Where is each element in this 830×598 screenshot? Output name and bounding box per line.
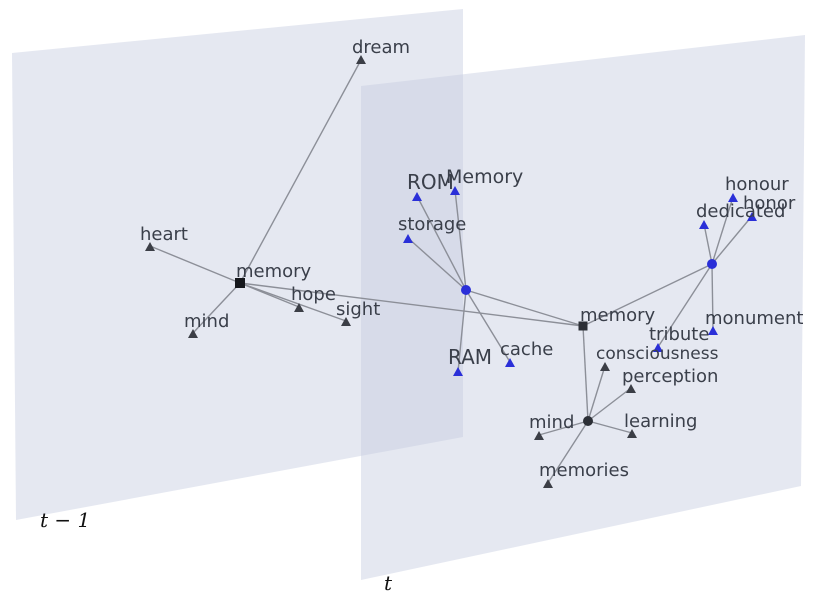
- edge-memory-honour-hub: [582, 263, 713, 327]
- node-honor: [747, 212, 757, 221]
- edge-hub2-honor: [711, 215, 753, 265]
- edge-memory-sight: [239, 282, 347, 322]
- label-cache: cache: [500, 339, 553, 360]
- label-heart: heart: [140, 224, 188, 245]
- edge-hub-rom: [416, 195, 467, 291]
- node-consciousness: [600, 362, 610, 371]
- plane-label-current: t: [384, 571, 393, 595]
- edge-hub-ram: [457, 289, 467, 373]
- label-learning: learning: [624, 411, 697, 432]
- label-memory-prev: memory: [236, 261, 312, 282]
- label-memory-cap: Memory: [446, 166, 523, 188]
- blue-triangle-nodes: [403, 186, 757, 376]
- label-dedicated: dedicated: [696, 201, 785, 222]
- edge-memory-mind-hub: [582, 325, 589, 422]
- edge-hub2-honour: [711, 196, 734, 265]
- node-honour: [728, 193, 738, 202]
- edge-hub-cache: [465, 289, 511, 363]
- node-perception: [626, 384, 636, 393]
- node-sight: [341, 317, 351, 326]
- dark-triangle-nodes: [145, 55, 637, 488]
- label-honor: honor: [743, 193, 796, 214]
- label-hope: hope: [291, 284, 336, 305]
- node-tribute: [653, 343, 663, 352]
- plane-current: [361, 35, 805, 580]
- edge-hub3-learning: [587, 420, 633, 434]
- edges: [149, 59, 753, 484]
- node-memory-cap: [450, 186, 460, 195]
- node-cache: [505, 358, 515, 367]
- edge-hub-memory-cap: [454, 189, 467, 291]
- node-heart: [145, 242, 155, 251]
- edge-memory-blue-hub: [465, 289, 584, 327]
- label-perception: perception: [622, 366, 718, 387]
- label-tribute: tribute: [649, 324, 709, 345]
- node-hope: [294, 303, 304, 312]
- plane-label-previous: t − 1: [40, 508, 90, 532]
- edge-hub2-tribute: [657, 263, 713, 348]
- edge-memory-dream: [239, 59, 362, 284]
- node-ram: [453, 367, 463, 376]
- label-storage: storage: [398, 214, 466, 235]
- label-honour: honour: [725, 174, 789, 195]
- label-sight: sight: [336, 299, 380, 320]
- node-storage: [403, 234, 413, 243]
- node-rom: [412, 192, 422, 201]
- label-dream: dream: [352, 37, 410, 58]
- label-monument: monument: [705, 308, 803, 329]
- node-monument: [708, 326, 718, 335]
- label-consciousness: consciousness: [596, 344, 719, 364]
- node-mind-prev: [188, 329, 198, 338]
- edge-memory-memory: [239, 282, 584, 327]
- edge-hub3-consciousness: [587, 365, 606, 422]
- edge-hub3-perception: [587, 387, 632, 422]
- edge-hub-storage: [407, 237, 467, 291]
- node-learning: [627, 429, 637, 438]
- edge-memory-mind: [192, 282, 241, 334]
- label-memories: memories: [539, 460, 629, 481]
- node-blue-hub-left: [461, 285, 471, 295]
- label-rom: ROM: [407, 170, 454, 194]
- node-dark-hub: [583, 416, 593, 426]
- label-mind-cur: mind: [529, 412, 574, 433]
- node-memory-cur-square: [578, 321, 588, 331]
- label-memory-cur: memory: [580, 305, 656, 326]
- label-ram: RAM: [448, 345, 492, 369]
- node-memory-prev-square: [235, 278, 245, 288]
- node-mind-cur: [534, 431, 544, 440]
- edge-hub2-dedicated: [703, 223, 713, 265]
- edge-memory-heart: [149, 245, 241, 284]
- node-blue-hub-right: [707, 259, 717, 269]
- edge-hub3-memories: [547, 420, 589, 484]
- edge-hub2-monument: [711, 263, 714, 331]
- edge-hub3-mind: [538, 420, 589, 436]
- plane-previous: [12, 9, 463, 520]
- node-dedicated: [699, 220, 709, 229]
- node-memories: [543, 479, 553, 488]
- label-mind-prev: mind: [184, 311, 229, 332]
- node-dream: [356, 55, 366, 64]
- word-labels: dream heart memory hope sight mind ROM M…: [140, 37, 803, 481]
